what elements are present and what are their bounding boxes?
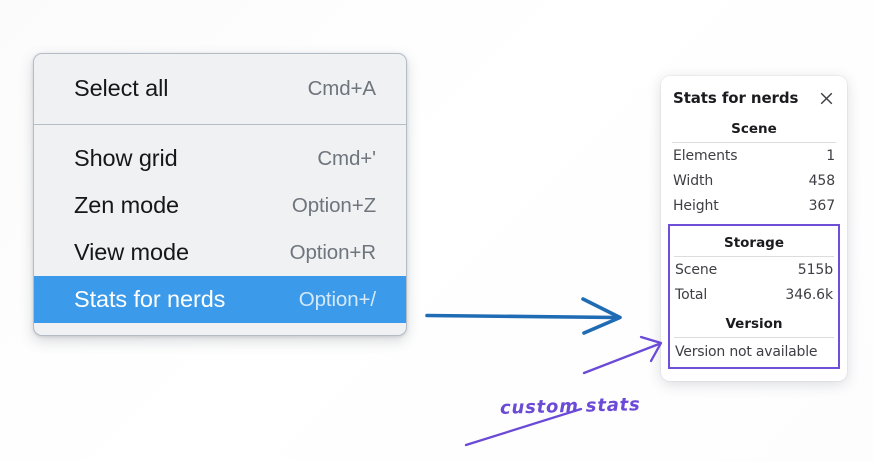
menu-item-label: Stats for nerds	[74, 286, 226, 312]
stat-value: 515b	[797, 262, 833, 278]
stats-panel-header: Stats for nerds	[672, 86, 836, 112]
stats-for-nerds-panel[interactable]: Stats for nerds Scene Elements 1 Width 4…	[661, 76, 847, 381]
section-heading-version: Version	[725, 316, 783, 332]
stat-key: Elements	[673, 148, 738, 164]
menu-separator	[34, 124, 406, 125]
stats-panel-title: Stats for nerds	[673, 89, 799, 107]
section-divider	[672, 142, 836, 143]
stat-row-height: Height 367	[672, 193, 836, 218]
menu-item-zen-mode[interactable]: Zen mode Option+Z	[34, 182, 406, 229]
menu-item-shortcut: Cmd+A	[307, 76, 377, 100]
stat-value: 346.6k	[785, 287, 833, 303]
stat-value: 1	[826, 148, 835, 164]
stat-row-storage-scene: Scene 515b	[674, 257, 834, 282]
section-heading-scene: Scene	[731, 121, 777, 137]
stat-key: Total	[675, 287, 708, 303]
stat-row-elements: Elements 1	[672, 143, 836, 168]
menu-item-shortcut: Cmd+'	[317, 146, 376, 170]
menu-item-label: Show grid	[74, 145, 178, 171]
menu-item-select-all[interactable]: Select all Cmd+A	[34, 65, 406, 112]
menu-group-top: Select all Cmd+A	[34, 54, 406, 124]
annotation-label-custom-stats: custom stats	[499, 394, 641, 419]
menu-item-shortcut: Option+Z	[291, 193, 376, 217]
close-icon[interactable]	[818, 90, 835, 107]
menu-item-stats-for-nerds[interactable]: Stats for nerds Option+/	[34, 276, 406, 323]
blue-arrow	[425, 297, 622, 335]
custom-stats-highlight-box: Storage Scene 515b Total 346.6k Version …	[668, 224, 840, 369]
section-heading-storage: Storage	[723, 235, 785, 251]
menu-item-shortcut: Option+R	[289, 240, 376, 264]
version-text: Version not available	[675, 344, 818, 360]
menu-item-label: View mode	[74, 239, 189, 265]
menu-item-label: Zen mode	[74, 192, 180, 218]
menu-group-bottom: Show grid Cmd+' Zen mode Option+Z View m…	[34, 125, 406, 335]
menu-item-shortcut: Option+/	[298, 287, 376, 311]
stat-value: 458	[808, 173, 836, 189]
stat-row-width: Width 458	[672, 168, 836, 193]
purple-arrow	[582, 335, 663, 375]
menu-item-view-mode[interactable]: View mode Option+R	[34, 229, 406, 276]
menu-item-show-grid[interactable]: Show grid Cmd+'	[34, 135, 406, 182]
section-divider	[674, 256, 834, 257]
stat-key: Scene	[675, 262, 718, 278]
stat-key: Width	[673, 173, 714, 189]
stat-value: 367	[808, 198, 836, 214]
section-divider	[674, 337, 834, 338]
context-menu[interactable]: Select all Cmd+A Show grid Cmd+' Zen mod…	[33, 53, 407, 336]
menu-item-label: Select all	[74, 75, 169, 101]
stat-row-storage-total: Total 346.6k	[674, 282, 834, 307]
stat-key: Height	[673, 198, 719, 214]
